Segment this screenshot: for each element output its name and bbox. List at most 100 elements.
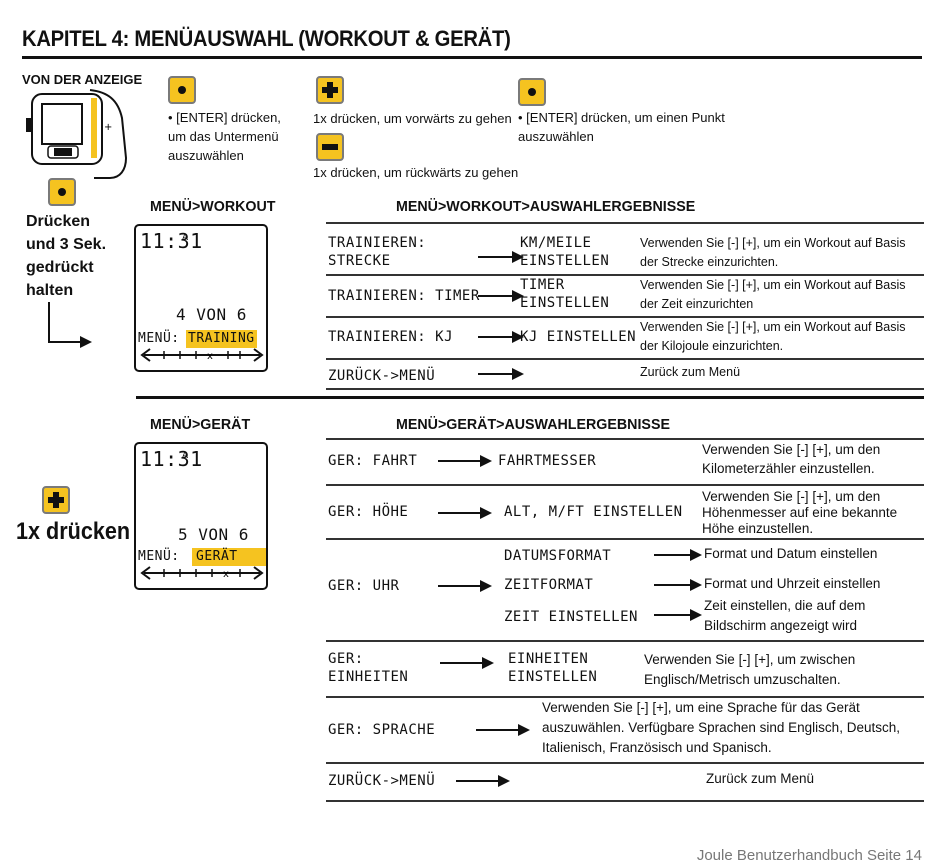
- workout-row-back-desc: Zurück zum Menü: [640, 365, 741, 379]
- hold-arrow-icon: [48, 336, 92, 348]
- row-desc-1: Zeit einstellen, die auf dem: [704, 598, 866, 613]
- device-row-divider: [326, 762, 924, 764]
- workout-row-timer-desc: Verwenden Sie [-] [+], um ein Workout au…: [640, 276, 906, 314]
- row-left-1: GER:: [328, 651, 364, 667]
- device-row-hoehe-mid: ALT, M/FT EINSTELLEN: [504, 504, 683, 520]
- workout-row-timer-left: TRAINIEREN: TIMER: [328, 288, 480, 304]
- device-row-divider: [326, 800, 924, 802]
- plus-icon: [322, 82, 338, 98]
- row-desc-1: Verwenden Sie [-] [+], um den: [702, 489, 881, 504]
- workout-row-distance-mid: KM/MEILE EINSTELLEN: [520, 234, 609, 270]
- svg-text:x: x: [223, 569, 229, 580]
- hold-text-2: und 3 Sek.: [26, 236, 107, 253]
- plus-button-device[interactable]: [42, 486, 70, 514]
- arrow-icon: [654, 609, 702, 621]
- row-left-1: TRAINIEREN:: [328, 235, 427, 251]
- page-footer: Joule Benutzerhandbuch Seite 14: [696, 847, 922, 864]
- workout-row-divider: [326, 222, 924, 224]
- enter-submenu-text: • [ENTER] drücken, um das Untermenü ausz…: [168, 108, 281, 165]
- arrow-icon: [478, 368, 524, 380]
- enter-submenu-line-2: um das Untermenü: [168, 129, 279, 144]
- svg-text:+: +: [104, 122, 112, 133]
- device-row-divider: [326, 696, 924, 698]
- row-mid-2: EINSTELLEN: [520, 253, 610, 269]
- device-row-fahrt-left: GER: FAHRT: [328, 453, 418, 469]
- row-desc-2: auszuwählen. Verfügbare Sprachen sind En…: [542, 720, 900, 735]
- enter-button-hold[interactable]: [48, 178, 76, 206]
- enter-button-submenu[interactable]: [168, 76, 196, 104]
- enter-point-line-1: • [ENTER] drücken, um einen Punkt: [518, 110, 725, 125]
- lcd-menu-label: MENÜ:: [138, 549, 180, 564]
- arrow-icon: [478, 290, 524, 302]
- lcd-scroll-bar-icon: x: [140, 566, 264, 580]
- plus-icon: [48, 492, 64, 508]
- page-title: KAPITEL 4: MENÜAUSWAHL (WORKOUT & GERÄT): [22, 26, 511, 51]
- device-row-back-desc: Zurück zum Menü: [706, 771, 815, 786]
- row-mid-2: EINSTELLEN: [508, 669, 598, 685]
- row-desc-3: Italienisch, Französisch und Spanisch.: [542, 740, 772, 755]
- row-desc-1: Verwenden Sie [-] [+], um zwischen: [644, 652, 856, 667]
- device-row-divider: [326, 484, 924, 486]
- hold-text-1: Drücken: [26, 213, 91, 230]
- row-mid-1: TIMER: [520, 277, 565, 293]
- title-rule: [22, 56, 922, 59]
- lcd-count: 4 VON 6: [176, 305, 247, 324]
- device-menu-title: MENÜ>GERÄT: [150, 416, 251, 433]
- enter-dot-icon: [528, 88, 536, 96]
- enter-dot-icon: [178, 86, 186, 94]
- arrow-icon: [654, 579, 702, 591]
- device-row-uhr-opt2: ZEITFORMAT: [504, 577, 594, 593]
- device-row-einheiten-left: GER: EINHEITEN: [328, 650, 408, 686]
- enter-point-line-2: auszuwählen: [518, 129, 594, 144]
- row-desc-2: Englisch/Metrisch umzuschalten.: [644, 672, 841, 687]
- lcd-am: A: [182, 232, 189, 242]
- arrow-icon: [438, 455, 492, 467]
- row-desc-2: der Kilojoule einzurichten.: [640, 339, 784, 353]
- lcd-scroll-bar-icon: x: [140, 348, 264, 362]
- device-row-uhr-desc1: Format und Datum einstellen: [704, 546, 878, 561]
- device-row-uhr-desc2: Format und Uhrzeit einstellen: [704, 576, 881, 591]
- row-desc-2: der Strecke einzurichten.: [640, 255, 779, 269]
- row-desc-1: Verwenden Sie [-] [+], um ein Workout au…: [640, 320, 906, 334]
- device-row-divider: [326, 640, 924, 642]
- row-desc-1: Verwenden Sie [-] [+], um eine Sprache f…: [542, 700, 860, 715]
- enter-button-point[interactable]: [518, 78, 546, 106]
- workout-row-kj-mid: KJ EINSTELLEN: [520, 329, 637, 345]
- workout-row-divider: [326, 274, 924, 276]
- arrow-icon: [438, 580, 492, 592]
- workout-row-timer-mid: TIMER EINSTELLEN: [520, 276, 609, 312]
- lcd-menu-label: MENÜ:: [138, 331, 180, 346]
- device-row-back-left: ZURÜCK->MENÜ: [328, 773, 436, 789]
- from-display-label: VON DER ANZEIGE: [22, 72, 143, 87]
- workout-row-distance-desc: Verwenden Sie [-] [+], um ein Workout au…: [640, 234, 906, 272]
- row-mid-1: KM/MEILE: [520, 235, 592, 251]
- row-mid-2: EINSTELLEN: [520, 295, 610, 311]
- workout-results-title: MENÜ>WORKOUT>AUSWAHLERGEBNISSE: [396, 198, 696, 215]
- enter-submenu-line-3: auszuwählen: [168, 148, 244, 163]
- plus-forward-text: 1x drücken, um vorwärts zu gehen: [313, 111, 512, 126]
- lcd-menu-item: GERÄT: [192, 548, 266, 566]
- row-desc-2: Bildschirm angezeigt wird: [704, 618, 858, 633]
- lcd-count: 5 VON 6: [178, 525, 249, 544]
- workout-row-distance-left: TRAINIEREN:STRECKE: [328, 234, 426, 270]
- row-left-2: EINHEITEN: [328, 669, 409, 685]
- minus-button[interactable]: [316, 133, 344, 161]
- workout-row-back-left: ZURÜCK->MENÜ: [328, 368, 436, 384]
- workout-row-kj-desc: Verwenden Sie [-] [+], um ein Workout au…: [640, 318, 906, 356]
- plus-button[interactable]: [316, 76, 344, 104]
- row-desc-2: Kilometerzähler einzustellen.: [702, 461, 875, 476]
- enter-point-text: • [ENTER] drücken, um einen Punkt auszuw…: [518, 108, 725, 146]
- minus-icon: [322, 144, 338, 150]
- arrow-icon: [478, 251, 524, 263]
- arrow-icon: [478, 331, 524, 343]
- device-row-divider: [326, 538, 924, 540]
- enter-dot-icon: [58, 188, 66, 196]
- lcd-am: A: [182, 450, 189, 460]
- hold-text-3: gedrückt: [26, 259, 94, 276]
- device-row-divider: [326, 438, 924, 440]
- workout-row-divider: [326, 358, 924, 360]
